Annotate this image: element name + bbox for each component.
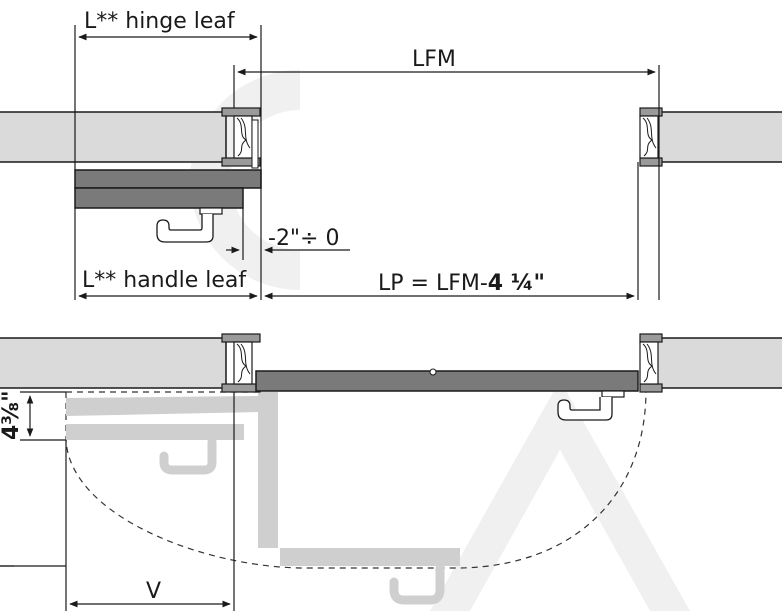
hinge-leaf-folded xyxy=(74,169,262,189)
handle-leaf-label: L** handle leaf xyxy=(82,268,247,293)
handle-icon xyxy=(156,207,223,243)
lfm-label: LFM xyxy=(412,47,456,72)
right-jamb-top xyxy=(639,107,663,167)
left-wall-bottom xyxy=(0,337,227,389)
left-jamb-top xyxy=(221,107,261,169)
hinge-leaf-label: L** hinge leaf xyxy=(84,9,236,34)
swing-envelope xyxy=(65,389,647,569)
left-wall-top xyxy=(0,111,227,163)
lp-label: LP = LFM-4 ¼" xyxy=(378,271,545,296)
bottom-view: 4⅜" V xyxy=(0,333,782,611)
top-view: L** hinge leaf LFM -2"÷ 0 L** handle lea… xyxy=(0,9,782,300)
center-hinge xyxy=(429,368,437,376)
right-wall-bottom xyxy=(656,337,782,389)
closed-leaves xyxy=(255,370,639,392)
v-label: V xyxy=(146,579,161,604)
right-jamb-bottom xyxy=(639,333,663,393)
ghost-leaves xyxy=(66,392,460,605)
handle-leaf-folded xyxy=(74,187,244,209)
right-wall-top xyxy=(656,111,782,163)
depth-label: 4⅜" xyxy=(0,390,24,440)
tolerance-label: -2"÷ 0 xyxy=(268,226,339,251)
handle-icon-closed xyxy=(557,390,625,421)
left-jamb-bottom xyxy=(221,333,261,393)
